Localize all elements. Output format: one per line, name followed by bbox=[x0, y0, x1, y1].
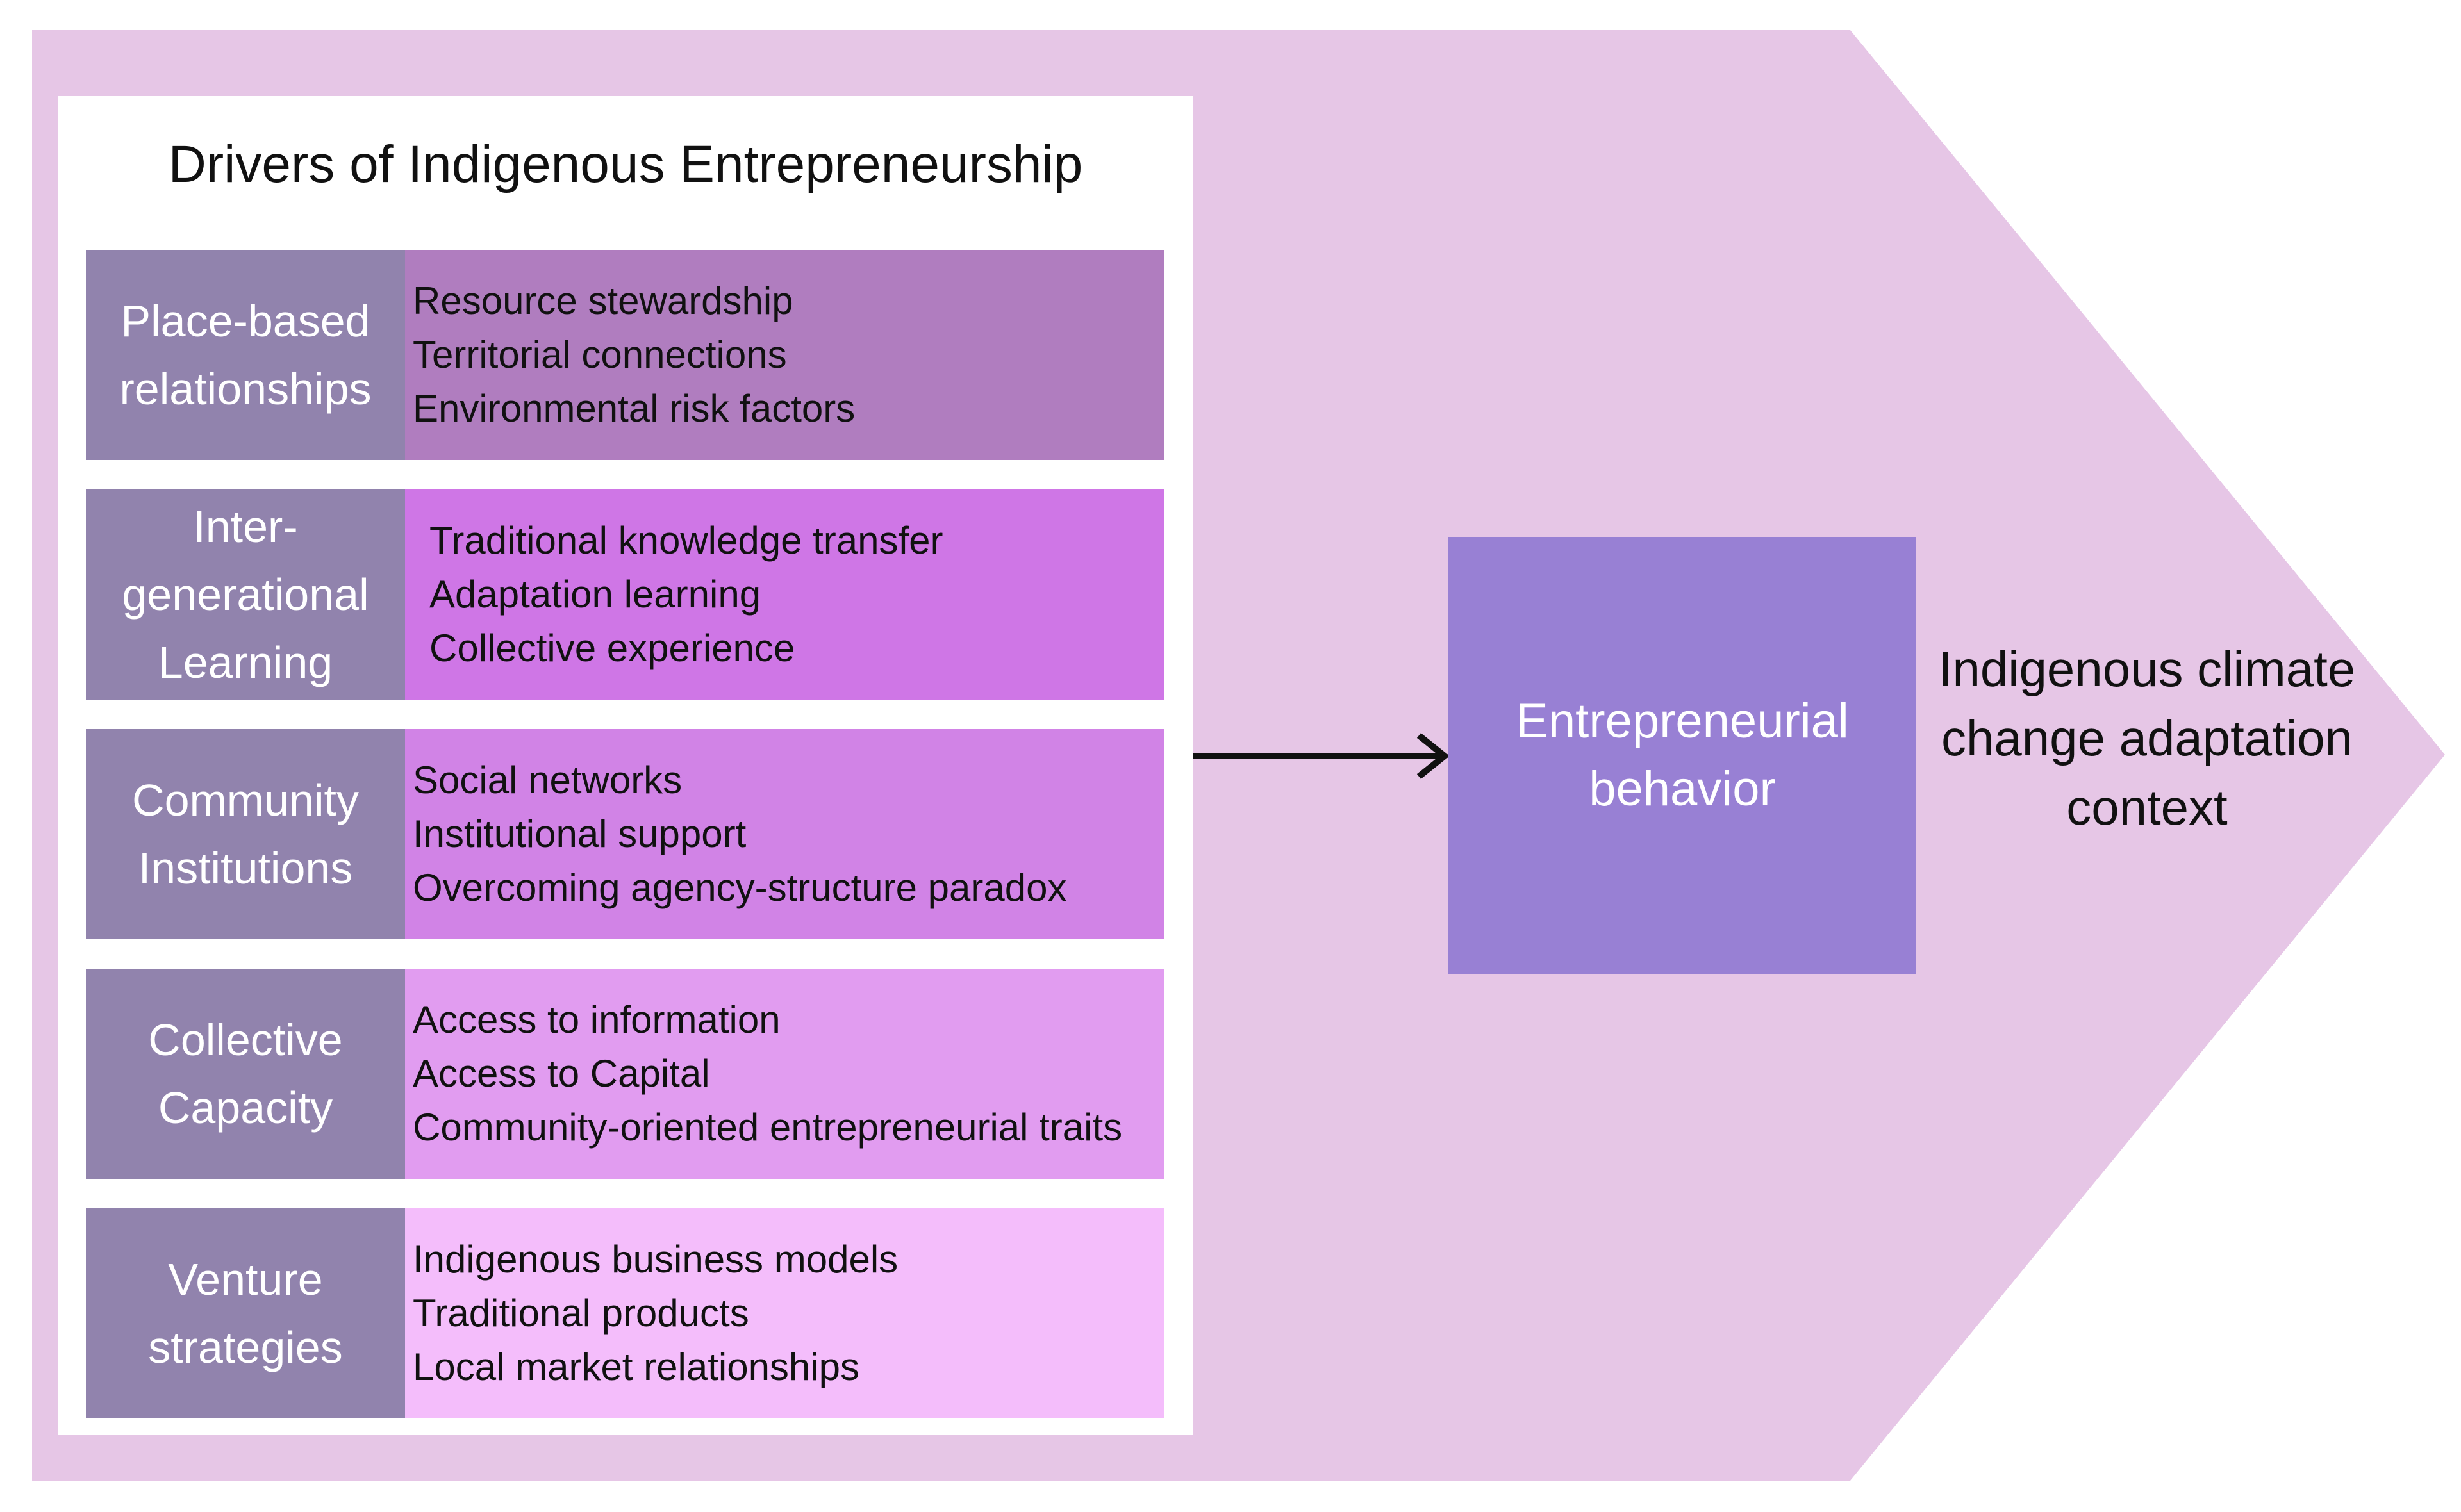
driver-item: Access to information bbox=[413, 998, 781, 1041]
driver-row-place-based: Place-based relationships Resource stewa… bbox=[86, 250, 1164, 460]
driver-row-intergenerational-learning: Inter- generational Learning Traditional… bbox=[86, 489, 1164, 700]
driver-item: Collective experience bbox=[429, 627, 795, 670]
driver-label-line: Venture bbox=[168, 1254, 323, 1304]
driver-label-line: Community bbox=[132, 775, 359, 825]
driver-row-venture-strategies: Venture strategies Indigenous business m… bbox=[86, 1208, 1164, 1418]
driver-item: Access to Capital bbox=[413, 1052, 710, 1095]
driver-label: Venture strategies bbox=[86, 1208, 405, 1418]
driver-label-line: strategies bbox=[148, 1322, 343, 1372]
context-label-line: Indigenous climate bbox=[1938, 641, 2356, 697]
driver-label-line: Capacity bbox=[158, 1083, 333, 1133]
driver-label: Collective Capacity bbox=[86, 969, 405, 1179]
driver-label: Inter- generational Learning bbox=[86, 489, 405, 700]
outcome-label-line: Entrepreneurial bbox=[1516, 694, 1849, 748]
driver-item: Social networks bbox=[413, 759, 683, 801]
driver-item: Traditional knowledge transfer bbox=[429, 519, 943, 562]
driver-item: Adaptation learning bbox=[429, 573, 761, 616]
driver-item: Environmental risk factors bbox=[413, 387, 856, 430]
driver-label-line: Institutions bbox=[138, 843, 353, 893]
driver-label-line: generational bbox=[122, 570, 369, 620]
driver-item: Overcoming agency-structure paradox bbox=[413, 866, 1067, 909]
panel-title: Drivers of Indigenous Entrepreneurship bbox=[168, 135, 1083, 193]
driver-item: Community-oriented entrepreneurial trait… bbox=[413, 1106, 1123, 1149]
driver-label-line: relationships bbox=[119, 364, 372, 414]
driver-label: Place-based relationships bbox=[86, 250, 405, 460]
driver-label: Community Institutions bbox=[86, 729, 405, 939]
driver-items: Indigenous business models Traditional p… bbox=[405, 1208, 1164, 1418]
driver-item: Traditional products bbox=[413, 1292, 749, 1335]
drivers-panel: Drivers of Indigenous Entrepreneurship P… bbox=[58, 96, 1193, 1435]
driver-row-community-institutions: Community Institutions Social networks I… bbox=[86, 729, 1164, 939]
driver-row-collective-capacity: Collective Capacity Access to informatio… bbox=[86, 969, 1164, 1179]
driver-items: Access to information Access to Capital … bbox=[405, 969, 1164, 1179]
driver-item: Local market relationships bbox=[413, 1345, 860, 1388]
arrow-right-icon bbox=[1193, 733, 1450, 779]
context-label-line: context bbox=[2066, 779, 2228, 835]
context-label: Indigenous climate change adaptation con… bbox=[1916, 634, 2378, 842]
context-label-line: change adaptation bbox=[1941, 710, 2353, 766]
driver-item: Institutional support bbox=[413, 812, 747, 855]
driver-item: Territorial connections bbox=[413, 333, 787, 376]
driver-item: Indigenous business models bbox=[413, 1238, 899, 1281]
driver-items: Resource stewardship Territorial connect… bbox=[405, 250, 1164, 460]
driver-item: Resource stewardship bbox=[413, 279, 793, 322]
driver-label-line: Learning bbox=[158, 637, 333, 687]
driver-items: Social networks Institutional support Ov… bbox=[405, 729, 1164, 939]
driver-label-line: Place-based bbox=[120, 296, 370, 346]
driver-label-line: Collective bbox=[148, 1015, 343, 1065]
entrepreneurial-behavior-box: Entrepreneurial behavior bbox=[1448, 537, 1916, 974]
driver-items: Traditional knowledge transfer Adaptatio… bbox=[405, 489, 1164, 700]
driver-label-line: Inter- bbox=[193, 502, 298, 552]
outcome-label-line: behavior bbox=[1589, 762, 1776, 816]
